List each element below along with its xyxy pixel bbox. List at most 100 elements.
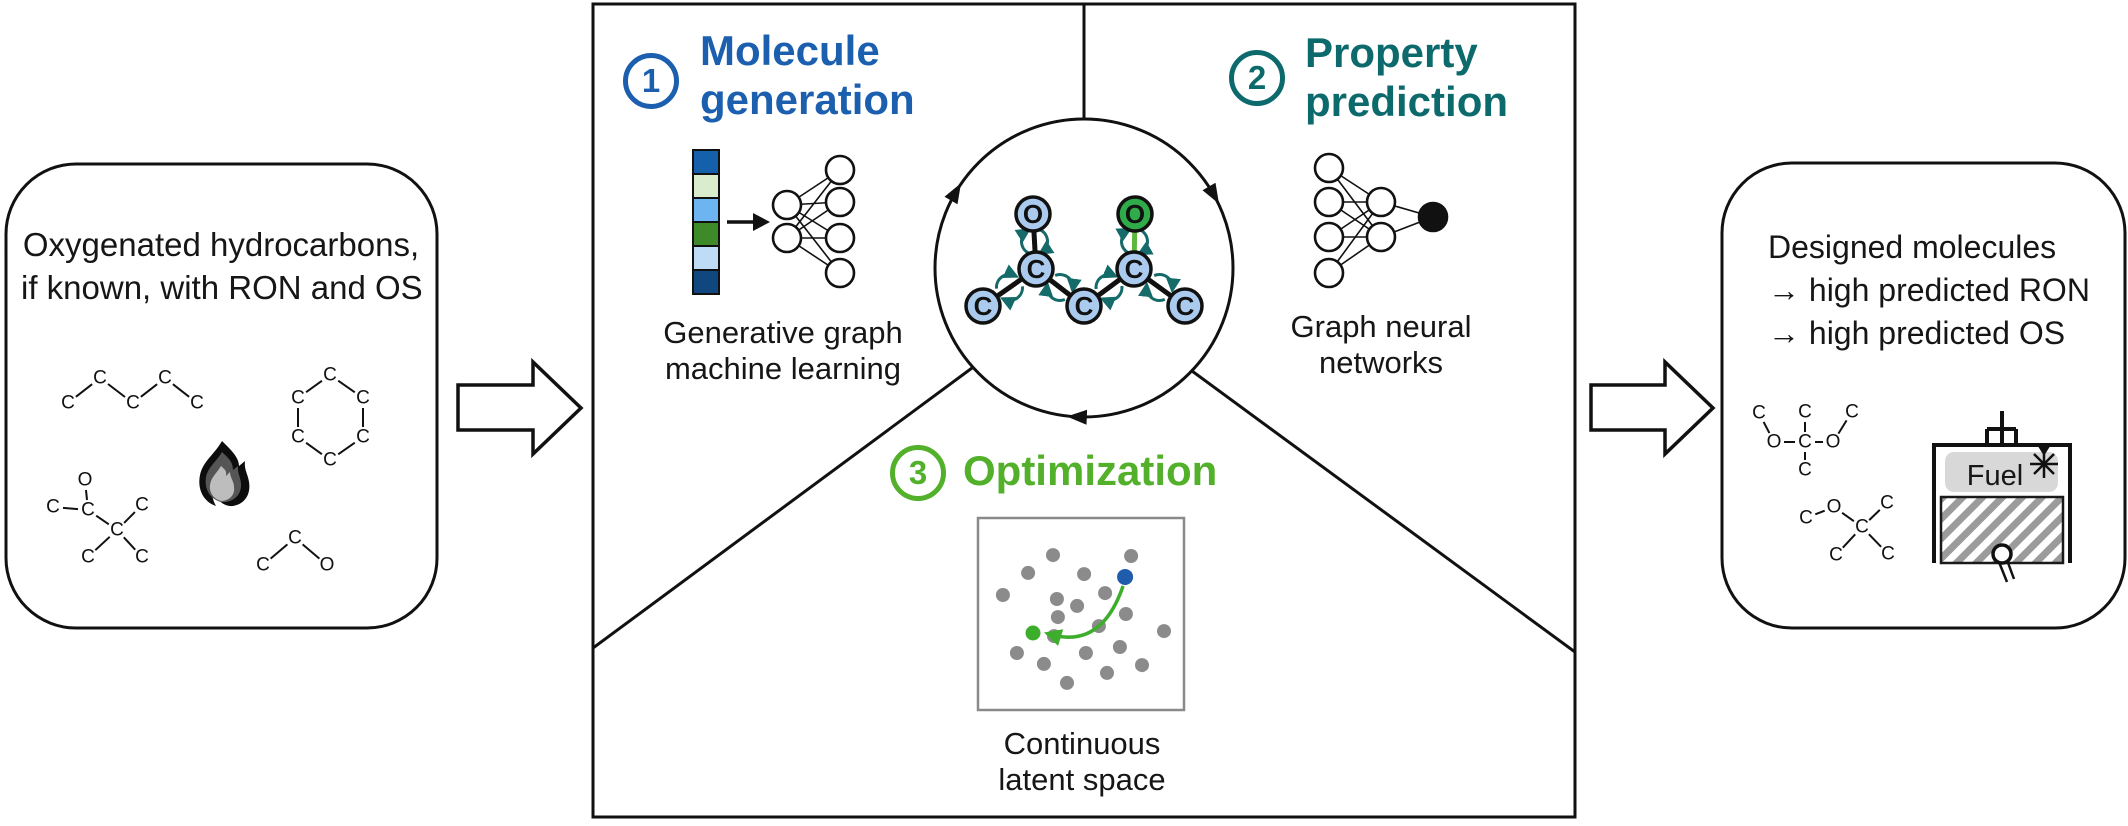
svg-text:C: C xyxy=(323,365,337,386)
latent-point xyxy=(1091,619,1106,634)
svg-text:O: O xyxy=(320,555,335,576)
message-passing-arrow-icon xyxy=(1014,228,1032,255)
output-box-line1: Designed molecules xyxy=(1768,229,2057,265)
optimization-arrow-icon xyxy=(1043,585,1125,646)
step2-caption-line1: Graph neural xyxy=(1290,309,1472,344)
svg-text:C: C xyxy=(288,528,302,549)
svg-text:C: C xyxy=(1027,254,1046,284)
cycle-arrowhead-icon xyxy=(1066,409,1088,425)
input-box-line2: if known, with RON and OS xyxy=(21,269,423,306)
message-passing-arrow-icon xyxy=(1054,273,1082,294)
svg-text:O: O xyxy=(1125,199,1145,229)
svg-text:C: C xyxy=(1798,460,1812,481)
cycle-arrowhead-icon xyxy=(1202,182,1219,204)
latent-point xyxy=(1118,607,1133,621)
small-arrow-icon xyxy=(753,213,770,231)
svg-text:C: C xyxy=(1075,291,1094,321)
latent-point xyxy=(1060,675,1074,690)
step1-title-line1: Molecule xyxy=(700,27,880,74)
gnn-network-icon xyxy=(1313,152,1449,289)
latent-point xyxy=(1050,610,1065,625)
svg-text:C: C xyxy=(110,520,124,541)
latent-point xyxy=(1021,565,1036,580)
svg-text:C: C xyxy=(1176,291,1195,321)
svg-text:C: C xyxy=(126,393,140,414)
step2-number-badge: 2 xyxy=(1229,50,1285,106)
svg-text:C: C xyxy=(1798,432,1812,453)
svg-text:C: C xyxy=(291,427,305,448)
connecting-rod xyxy=(1997,561,2009,583)
svg-text:C: C xyxy=(135,495,149,516)
step2-title: Property prediction xyxy=(1305,28,1508,126)
message-passing-arrow-icon xyxy=(1138,281,1166,303)
step3-title: Optimization xyxy=(963,447,1218,494)
latent-point xyxy=(1046,548,1060,563)
svg-text:C: C xyxy=(291,388,305,409)
input-box-text: Oxygenated hydrocarbons, if known, with … xyxy=(21,223,423,309)
latent-point xyxy=(1135,658,1149,673)
output-box-line2: → high predicted RON xyxy=(1768,272,2090,308)
cycle-arrowhead-icon xyxy=(944,183,961,205)
latent-point xyxy=(1112,640,1127,654)
latent-point xyxy=(1100,665,1114,680)
svg-text:C: C xyxy=(356,388,370,409)
svg-text:C: C xyxy=(190,393,204,414)
svg-text:C: C xyxy=(1799,508,1813,529)
output-box-text: Designed molecules → high predicted RON … xyxy=(1768,226,2090,355)
svg-text:O: O xyxy=(1023,199,1043,229)
input-box-line1: Oxygenated hydrocarbons, xyxy=(22,226,420,263)
step1-caption: Generative graph machine learning xyxy=(633,315,933,387)
piston-hatch xyxy=(1939,495,2065,565)
step1-caption-line2: machine learning xyxy=(664,351,902,386)
svg-text:O: O xyxy=(1767,432,1782,453)
decoder-network-icon xyxy=(771,154,856,289)
step2-caption-line2: networks xyxy=(1318,345,1444,380)
latent-point xyxy=(1078,646,1093,660)
latent-space-plot xyxy=(976,516,1186,712)
latent-point xyxy=(1077,567,1092,582)
message-passing-arrow-icon xyxy=(999,286,1025,311)
latent-point xyxy=(1049,592,1064,606)
svg-text:C: C xyxy=(46,497,60,518)
svg-text:C: C xyxy=(323,450,337,471)
svg-text:C: C xyxy=(93,368,107,389)
latent-point xyxy=(1047,629,1061,644)
svg-text:C: C xyxy=(81,500,95,521)
svg-text:C: C xyxy=(1125,254,1144,284)
latent-point xyxy=(1009,646,1024,660)
crank-pin xyxy=(1991,543,2013,565)
svg-text:C: C xyxy=(1829,545,1843,566)
start-point xyxy=(1117,568,1134,585)
latent-point xyxy=(1157,624,1171,639)
step2-title-line1: Property xyxy=(1305,29,1478,76)
svg-text:C: C xyxy=(135,547,149,568)
svg-text:C: C xyxy=(256,555,270,576)
svg-text:O: O xyxy=(1827,497,1842,518)
step3-number-badge: 3 xyxy=(890,445,946,501)
svg-text:C: C xyxy=(81,547,95,568)
flame-icon xyxy=(199,441,250,507)
message-passing-arrow-icon xyxy=(1153,272,1181,294)
svg-text:C: C xyxy=(158,368,172,389)
output-box-line3: → high predicted OS xyxy=(1768,315,2066,351)
latent-point xyxy=(1036,656,1051,671)
message-passing-arrow-icon xyxy=(1136,229,1154,256)
step1-number-badge: 1 xyxy=(623,53,679,109)
step3-caption-line1: Continuous xyxy=(1003,726,1161,761)
svg-text:C: C xyxy=(1798,402,1812,423)
svg-text:C: C xyxy=(1752,403,1766,424)
latent-point xyxy=(1098,586,1113,601)
flow-arrow-icon xyxy=(456,357,584,459)
connecting-rod xyxy=(2005,559,2016,580)
svg-text:C: C xyxy=(1855,517,1869,538)
svg-text:C: C xyxy=(1880,493,1894,514)
message-passing-arrow-icon xyxy=(1115,227,1133,254)
